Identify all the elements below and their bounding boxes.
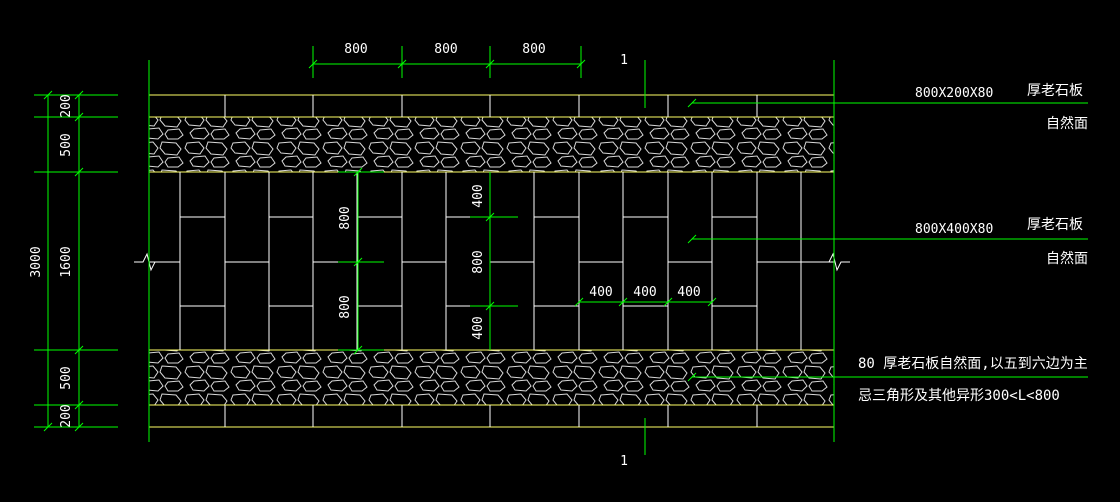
callout-top-material: 厚老石板 — [1027, 83, 1083, 99]
dim-center-left-800-upper: 800 — [338, 206, 353, 229]
dim-tick-center-left — [353, 345, 363, 355]
dim-tick-total — [43, 422, 53, 432]
dim-tick-row — [618, 297, 628, 307]
dim-left-1600: 1600 — [59, 246, 74, 277]
plan-geometry — [34, 46, 1088, 455]
dim-tick-top — [308, 59, 318, 69]
dim-tick-left — [74, 90, 84, 100]
dim-tick-center-left — [353, 167, 363, 177]
dim-tick-top — [576, 59, 586, 69]
break-line-right — [820, 252, 850, 272]
section-mark-top: 1 — [620, 53, 628, 68]
cobblestone-band-top — [149, 117, 834, 172]
dim-tick-row — [663, 297, 673, 307]
callout-mid-spec: 800X400X80 — [915, 222, 993, 237]
dim-tick-center-mid — [485, 301, 495, 311]
dim-row-400-1: 400 — [589, 285, 612, 300]
dim-left-500-top: 500 — [59, 133, 74, 156]
dim-tick-left — [74, 167, 84, 177]
dim-top-3: 800 — [522, 42, 545, 57]
dim-left-200-top: 200 — [59, 94, 74, 117]
dim-top-1: 800 — [344, 42, 367, 57]
section-mark-bottom: 1 — [620, 454, 628, 469]
dim-tick-left — [74, 400, 84, 410]
dim-left-500-bottom: 500 — [59, 366, 74, 389]
dim-center-mid-400-upper: 400 — [471, 184, 486, 207]
callout-top-spec: 800X200X80 — [915, 86, 993, 101]
dim-center-mid-800: 800 — [471, 250, 486, 273]
callout-top-finish: 自然面 — [1046, 115, 1088, 132]
leader-dot-top — [687, 98, 697, 108]
callout-bottom-line1: 80 厚老石板自然面,以五到六边为主 — [858, 355, 1088, 372]
dim-center-mid-400-lower: 400 — [471, 316, 486, 339]
dim-tick-left — [74, 422, 84, 432]
dim-center-left-800-lower: 800 — [338, 295, 353, 318]
leader-dot-mid — [687, 234, 697, 244]
callout-bottom-line2: 忌三角形及其他异形300<L<800 — [858, 388, 1060, 404]
dim-tick-top — [485, 59, 495, 69]
dim-top-2: 800 — [434, 42, 457, 57]
dim-tick-row — [707, 297, 717, 307]
dim-tick-total — [43, 90, 53, 100]
dim-tick-center-mid — [485, 212, 495, 222]
dim-tick-row — [574, 297, 584, 307]
dim-tick-left — [74, 112, 84, 122]
dim-row-400-3: 400 — [677, 285, 700, 300]
dim-tick-center-left — [353, 257, 363, 267]
dim-row-400-2: 400 — [633, 285, 656, 300]
dim-tick-left — [74, 345, 84, 355]
dim-left-total: 3000 — [29, 246, 44, 277]
callout-mid-material: 厚老石板 — [1027, 217, 1083, 233]
dim-tick-top — [397, 59, 407, 69]
dim-left-200-bottom: 200 — [59, 404, 74, 427]
leader-dot-bottom — [687, 372, 697, 382]
callout-mid-finish: 自然面 — [1046, 250, 1088, 267]
